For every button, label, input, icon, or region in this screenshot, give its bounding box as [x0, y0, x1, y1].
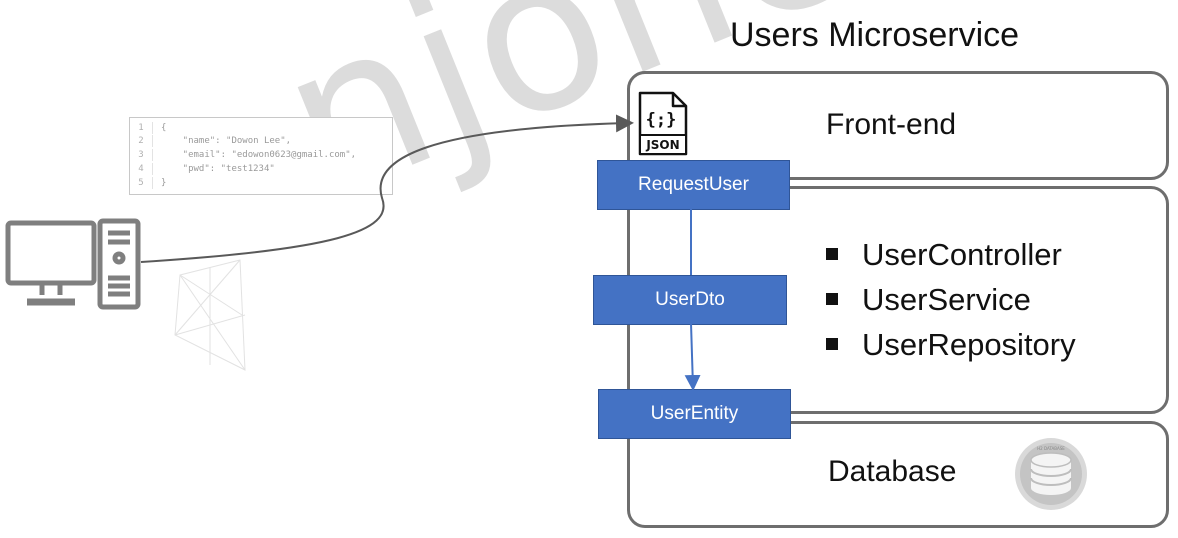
desktop-computer-icon	[5, 218, 141, 310]
line-number: 2	[130, 135, 153, 147]
json-symbol: {;}	[646, 110, 677, 130]
code-line: 5}	[130, 177, 166, 189]
service-item-label: UserService	[862, 282, 1031, 317]
database-badge-text: H2 DATABASE	[1037, 446, 1065, 451]
database-label: Database	[828, 455, 957, 488]
diagram-title: Users Microservice	[730, 16, 1020, 54]
user-dto-box: UserDto	[593, 275, 787, 325]
service-item-label: UserRepository	[862, 327, 1076, 362]
code-line: 1{	[130, 122, 166, 134]
service-item: UserController	[826, 232, 1076, 277]
polygon-decoration	[174, 259, 246, 371]
database-icon: H2 DATABASE	[1015, 438, 1087, 510]
client-request-arrow	[140, 114, 634, 263]
service-item: UserService	[826, 277, 1076, 322]
bullet-icon	[826, 292, 838, 305]
code-line: 3 "email": "edowon0623@gmail.com",	[130, 149, 356, 161]
json-request-snippet: 1{ 2 "name": "Dowon Lee", 3 "email": "ed…	[129, 117, 393, 195]
code-text: }	[161, 178, 167, 188]
line-number: 4	[130, 163, 153, 175]
dto-to-entity-arrow	[684, 322, 701, 391]
code-text: {	[161, 123, 167, 133]
bullet-icon	[826, 247, 838, 260]
code-line: 4 "pwd": "test1234"	[130, 163, 275, 175]
code-text: "name": "Dowon Lee",	[161, 136, 292, 146]
line-number: 3	[130, 149, 153, 161]
json-label: JSON	[645, 138, 679, 152]
code-text: "pwd": "test1234"	[161, 164, 275, 174]
database-panel	[627, 421, 1169, 528]
code-text: "email": "edowon0623@gmail.com",	[161, 150, 357, 160]
line-number: 5	[130, 177, 153, 189]
line-number: 1	[130, 122, 153, 134]
service-item: UserRepository	[826, 322, 1076, 367]
json-file-icon: {;} JSON	[638, 91, 688, 156]
request-user-box: RequestUser	[597, 160, 790, 210]
bullet-icon	[826, 337, 838, 350]
front-end-label: Front-end	[826, 108, 957, 141]
code-line: 2 "name": "Dowon Lee",	[130, 135, 291, 147]
service-item-label: UserController	[862, 237, 1062, 272]
user-entity-box: UserEntity	[598, 389, 791, 439]
service-list: UserController UserService UserRepositor…	[826, 232, 1076, 367]
